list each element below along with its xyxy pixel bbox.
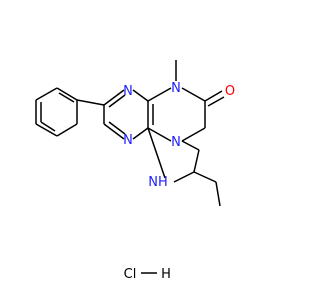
bond — [181, 127, 206, 142]
bond — [173, 171, 195, 183]
bond — [181, 87, 206, 102]
bond — [76, 99, 105, 106]
bond — [181, 140, 200, 151]
atom-o-label: O — [225, 84, 235, 99]
imidazole-ring — [103, 89, 149, 140]
atom-n-label: N — [171, 135, 181, 150]
bond — [56, 87, 78, 101]
ethyl-bond — [193, 171, 217, 183]
bond-double-inner — [40, 121, 56, 132]
hcl-salt: Cl H — [124, 267, 171, 282]
bond-double-inner — [58, 92, 75, 103]
phenyl-ring — [35, 87, 78, 137]
bond — [147, 127, 166, 179]
carbonyl-bond-double — [207, 96, 225, 107]
bond — [132, 89, 149, 102]
molecule-diagram: N N O N N NH Cl H — [35, 60, 235, 282]
bond — [103, 123, 125, 140]
bond — [132, 127, 149, 140]
bond — [35, 87, 58, 101]
hydrogen-label: H — [161, 267, 171, 282]
ethyl-bond — [215, 181, 221, 207]
atom-n-label: N — [171, 81, 181, 96]
chlorine-label: Cl — [124, 267, 137, 282]
bond — [147, 87, 172, 102]
structure-canvas: N N O N N NH Cl H — [35, 60, 235, 282]
bond — [147, 127, 172, 142]
bond-double-inner — [108, 121, 126, 135]
atom-n-label: N — [123, 84, 133, 99]
pyrimidinone-ring — [147, 87, 206, 142]
bond — [56, 123, 78, 137]
bond — [193, 149, 200, 173]
imidazoline-ring — [147, 127, 200, 183]
bond — [103, 89, 125, 106]
atom-nh-label: NH — [148, 175, 168, 190]
carbonyl-bond — [204, 90, 223, 102]
bond-double-inner — [108, 94, 126, 108]
atom-n-label: N — [123, 133, 133, 148]
bond — [35, 123, 58, 137]
